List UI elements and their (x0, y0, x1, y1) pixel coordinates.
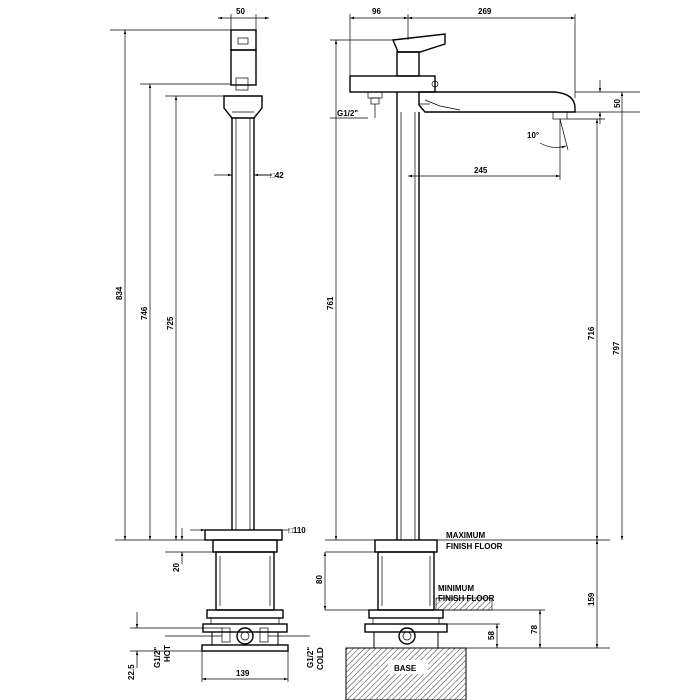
dim-side-159: 159 (587, 592, 596, 606)
side-handle-lever (391, 33, 446, 53)
front-upper-body (230, 49, 257, 86)
dim-side-top-offset: 96 (372, 7, 381, 16)
dim-front-20: 20 (172, 563, 181, 572)
side-aerator (552, 111, 568, 120)
front-spout-outlet (223, 95, 263, 119)
dim-side-761: 761 (326, 296, 335, 310)
dim-side-spout-length: 269 (478, 7, 492, 16)
dim-front-834: 834 (115, 286, 124, 300)
dim-front-725: 725 (166, 316, 175, 330)
cold-thread-label: G1/2" (306, 647, 315, 668)
min-floor-label-1: MINIMUM (438, 584, 474, 593)
front-handle-cap (230, 29, 257, 51)
dim-front-square: □42 (270, 171, 284, 180)
dim-front-base-width: 139 (236, 669, 250, 678)
front-base-flange (204, 529, 283, 541)
dim-side-58: 58 (487, 631, 496, 640)
dim-front-22-5: 22.5 (127, 664, 136, 680)
side-outlet-thread: G1/2" (337, 109, 358, 118)
dim-front-746: 746 (140, 306, 149, 320)
front-inlet-fitting (236, 627, 254, 645)
dim-side-spout-height: 50 (613, 99, 622, 108)
dim-side-78: 78 (530, 625, 539, 634)
max-floor-label-2: FINISH FLOOR (446, 542, 503, 551)
dim-front-base-square: □110 (288, 526, 306, 535)
base-label: BASE (394, 664, 417, 673)
side-diverter-block (349, 75, 436, 93)
max-floor-label-1: MAXIMUM (446, 531, 485, 540)
dim-side-797: 797 (612, 341, 621, 355)
dim-side-716: 716 (587, 326, 596, 340)
hot-thread-label: G1/2" (153, 647, 162, 668)
dim-side-80: 80 (315, 575, 324, 584)
dim-side-reach: 245 (474, 166, 488, 175)
front-body-below-floor (215, 551, 275, 611)
dim-front-top-width: 50 (236, 7, 245, 16)
hot-label: HOT (163, 645, 172, 662)
side-spout (418, 91, 576, 113)
dim-side-angle: 10° (527, 131, 539, 140)
min-floor-label-2: FINISH FLOOR (438, 594, 495, 603)
front-view: 50 □42 □110 834 746 725 20 22.5 (110, 7, 325, 682)
cold-label: COLD (316, 647, 325, 670)
side-view: BASE 96 269 G1/2" 50 10° 245 761 (315, 7, 640, 700)
side-upper-body (396, 51, 420, 77)
